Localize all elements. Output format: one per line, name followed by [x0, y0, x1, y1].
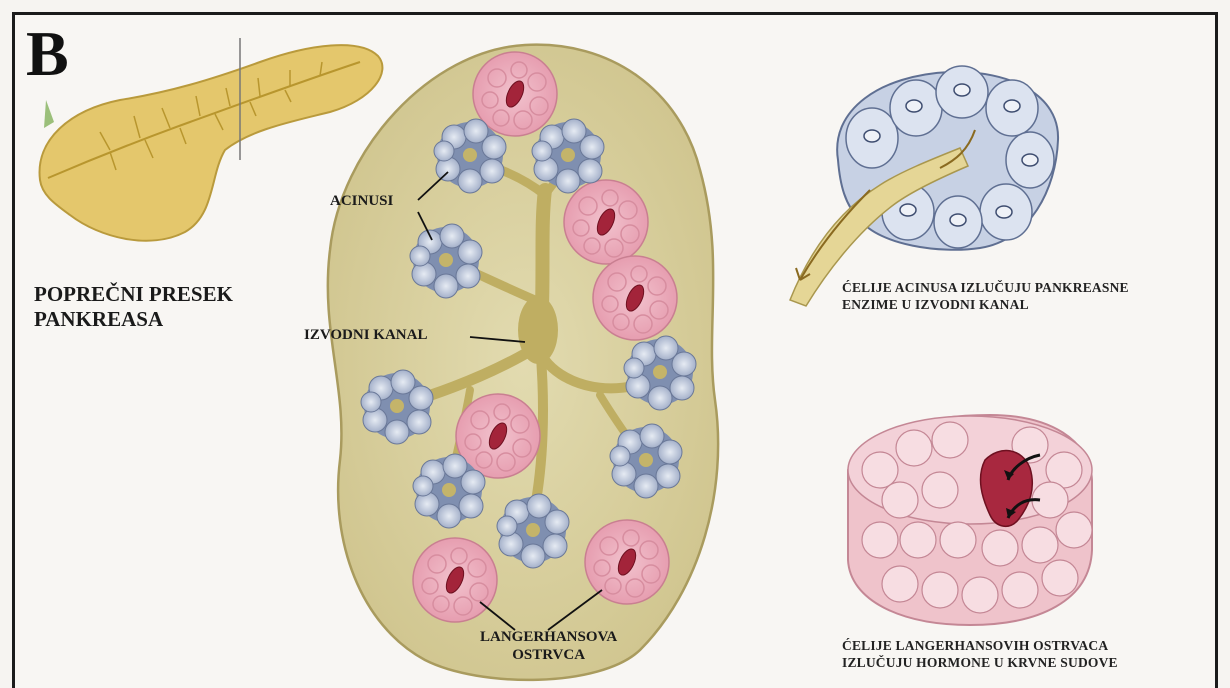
cross-section-diagram — [328, 45, 718, 680]
duct-label: IZVODNI KANAL — [304, 326, 427, 344]
cross-section-label: POPREČNI PRESEK PANKREASA — [34, 282, 233, 332]
islets-label-line1: LANGERHANSOVA — [480, 628, 617, 646]
islet-caption-line1: ĆELIJE LANGERHANSOVIH OSTRVACA — [842, 638, 1118, 655]
islet-detail-illustration — [848, 415, 1092, 625]
acinus-caption: ĆELIJE ACINUSA IZLUČUJU PANKREASNE ENZIM… — [842, 280, 1129, 314]
acini-label: ACINUSI — [330, 192, 393, 210]
islets-label: LANGERHANSOVA OSTRVCA — [480, 628, 617, 664]
cross-section-label-line2: PANKREASA — [34, 307, 233, 332]
islets-label-line2: OSTRVCA — [480, 646, 617, 664]
acinus-caption-line2: ENZIME U IZVODNI KANAL — [842, 297, 1129, 314]
islet-caption-line2: IZLUČUJU HORMONE U KRVNE SUDOVE — [842, 655, 1118, 672]
acinus-detail-illustration — [790, 66, 1058, 306]
pancreas-organ — [40, 38, 383, 241]
cross-section-label-line1: POPREČNI PRESEK — [34, 282, 233, 307]
acinus-caption-line1: ĆELIJE ACINUSA IZLUČUJU PANKREASNE — [842, 280, 1129, 297]
islet-caption: ĆELIJE LANGERHANSOVIH OSTRVACA IZLUČUJU … — [842, 638, 1118, 672]
panel-letter: B — [26, 22, 69, 86]
